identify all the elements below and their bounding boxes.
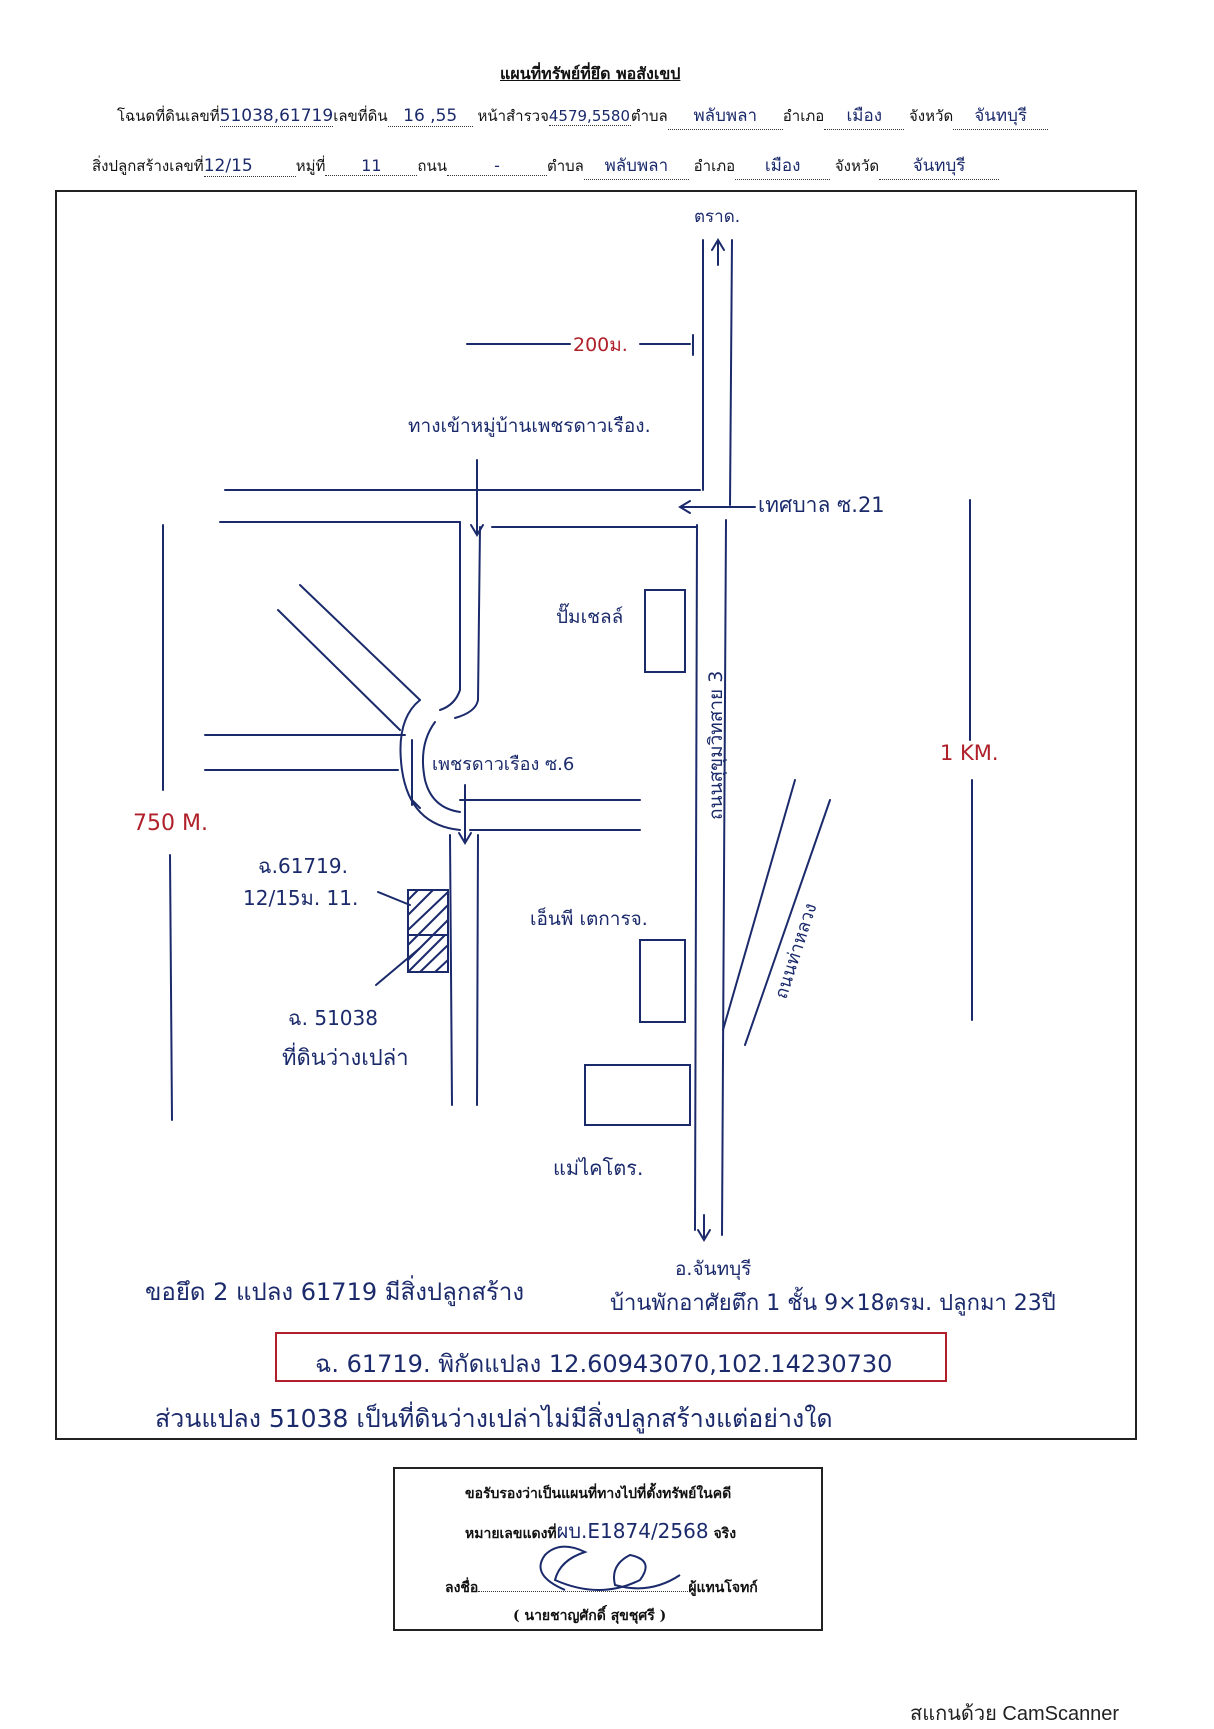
plot-61719 [407,889,449,936]
south-arrow [697,1214,711,1242]
plot-51038 [407,934,449,973]
plot2-line1: ฉ. 51038 [288,1006,378,1030]
diagonal-road-2 [299,584,421,701]
building-number: 12/15 [203,156,296,177]
village-label: ทางเข้าหมู่บ้านเพชรดาวเรือง. [408,415,651,437]
amphoe-value-2: เมือง [735,152,831,180]
sign-label: ลงชื่อ [445,1580,479,1596]
amphoe-label-2: อำเภอ [693,157,736,175]
sign-dots [478,1591,689,1592]
cert-line-2: หมายเลขแดงที่ผบ.E1874/2568 จริง [465,1515,736,1547]
certification-box: ขอรับรองว่าเป็นแผนที่ทางไปที่ตั้งทรัพย์ใ… [393,1467,823,1631]
map-frame [55,190,1137,1440]
soi6-arrow [458,784,472,845]
plot1-leader [377,891,411,906]
note-line-3: ส่วนแปลง 51038 เป็นที่ดินว่างเปล่าไม่มีส… [155,1401,833,1434]
tambon-value-2: พลับพลา [583,152,689,180]
note-line-2: บ้านพักอาศัยตึก 1 ชั้น 9×18ตรม. ปลูกมา 2… [610,1287,1056,1316]
dist-200-label: 200ม. [573,334,628,356]
province-label: จังหวัด [909,107,954,125]
camscanner-watermark: สแกนด้วย CamScanner [910,1703,1120,1725]
plot2-line2: ที่ดินว่างเปล่า [282,1042,409,1071]
road-value: - [446,156,547,176]
south-road-east [476,834,479,1106]
south-road-west [449,834,453,1106]
diagonal-road-1 [277,609,401,731]
page-title: แผนที่ทรัพย์ที่ยึด พอสังเขป [500,64,681,83]
electrical-shop-box [639,939,686,1023]
roundabout-inner [422,721,461,813]
land-no-label: เลขที่ดิน [333,107,388,125]
red-case-number: ผบ.E1874/2568 [556,1519,709,1543]
survey-label: หน้าสำรวจ [477,107,549,125]
village-road-east [454,526,481,719]
moo-value: 11 [325,156,418,176]
municipal-arrow [678,500,756,514]
highway-west-edge [694,239,704,1231]
signer-name: ( นายชาญศักดิ์ สุขชุศรี ) [513,1608,667,1624]
red-case-label: หมายเลขแดงที่ [465,1526,557,1542]
roundabout-arrows [411,739,421,809]
deed-label: โฉนดที่ดินเลขที่ [117,107,220,125]
tha-luang-road-east [744,799,831,1046]
highway-east-edge [721,239,733,1236]
road-label: ถนน [417,157,447,175]
amphoe-label: อำเภอ [782,107,825,125]
cert-confirm: จริง [713,1526,737,1542]
north-label: ตราด. [694,207,740,227]
signature [539,1545,681,1591]
tha-luang-road-west [722,779,796,1031]
roundabout-outer [399,699,461,831]
mei-kaitro-label: แม่ไคโตร. [553,1156,643,1180]
highway-label: ถนนสุขุมวิทสาย 3 [705,671,728,820]
land-number: 16 ,55 [387,106,473,127]
plot1-line2: 12/15ม. 11. [243,886,358,910]
mei-kaitro-box [584,1064,691,1126]
soi6-label: เพชรดาวเรือง ซ.6 [432,754,574,775]
dist-1km-label: 1 KM. [940,741,999,765]
moo-label: หมู่ที่ [295,157,326,175]
coordinate-box: ฉ. 61719. พิกัดแปลง 12.60943070,102.1423… [275,1332,947,1382]
province-value-2: จันทบุรี [879,152,1000,180]
building-label: สิ่งปลูกสร้างเลขที่ [92,157,204,175]
north-arrow [711,238,725,266]
tambon-value: พลับพลา [667,102,783,130]
dim-750-lower [169,854,173,1121]
note-line-1: ขอยึด 2 แปลง 61719 มีสิ่งปลูกสร้าง [145,1275,524,1307]
coordinate-text: ฉ. 61719. พิกัดแปลง 12.60943070,102.1423… [315,1350,893,1378]
shell-label: ปั๊มเชลล์ [556,603,623,628]
tambon-label-2: ตำบล [546,157,584,175]
survey-number: 4579,5580 [548,107,631,126]
deed-number: 51038,61719 [219,106,334,127]
municipal-label: เทศบาล ซ.21 [758,493,885,517]
south-label: อ.จันทบุรี [675,1258,751,1281]
sign-role: ผู้แทนโจทก์ [688,1580,758,1596]
dim-200-right [639,334,694,356]
province-value: จันทบุรี [953,102,1049,130]
tambon-label: ตำบล [630,107,668,125]
electrical-label: เอ็นพี เตการจ. [530,906,648,930]
plot1-line1: ฉ.61719. [258,854,348,878]
village-arrow [470,459,484,537]
province-label-2: จังหวัด [834,157,880,175]
village-road-west [439,521,461,711]
cert-line-1: ขอรับรองว่าเป็นแผนที่ทางไปที่ตั้งทรัพย์ใ… [465,1486,732,1502]
sign-line: ลงชื่อ ผู้แทนโจทก์ [445,1577,758,1599]
dist-750-label: 750 M. [133,811,208,836]
shell-station-box [644,589,686,673]
amphoe-value: เมือง [824,102,905,130]
